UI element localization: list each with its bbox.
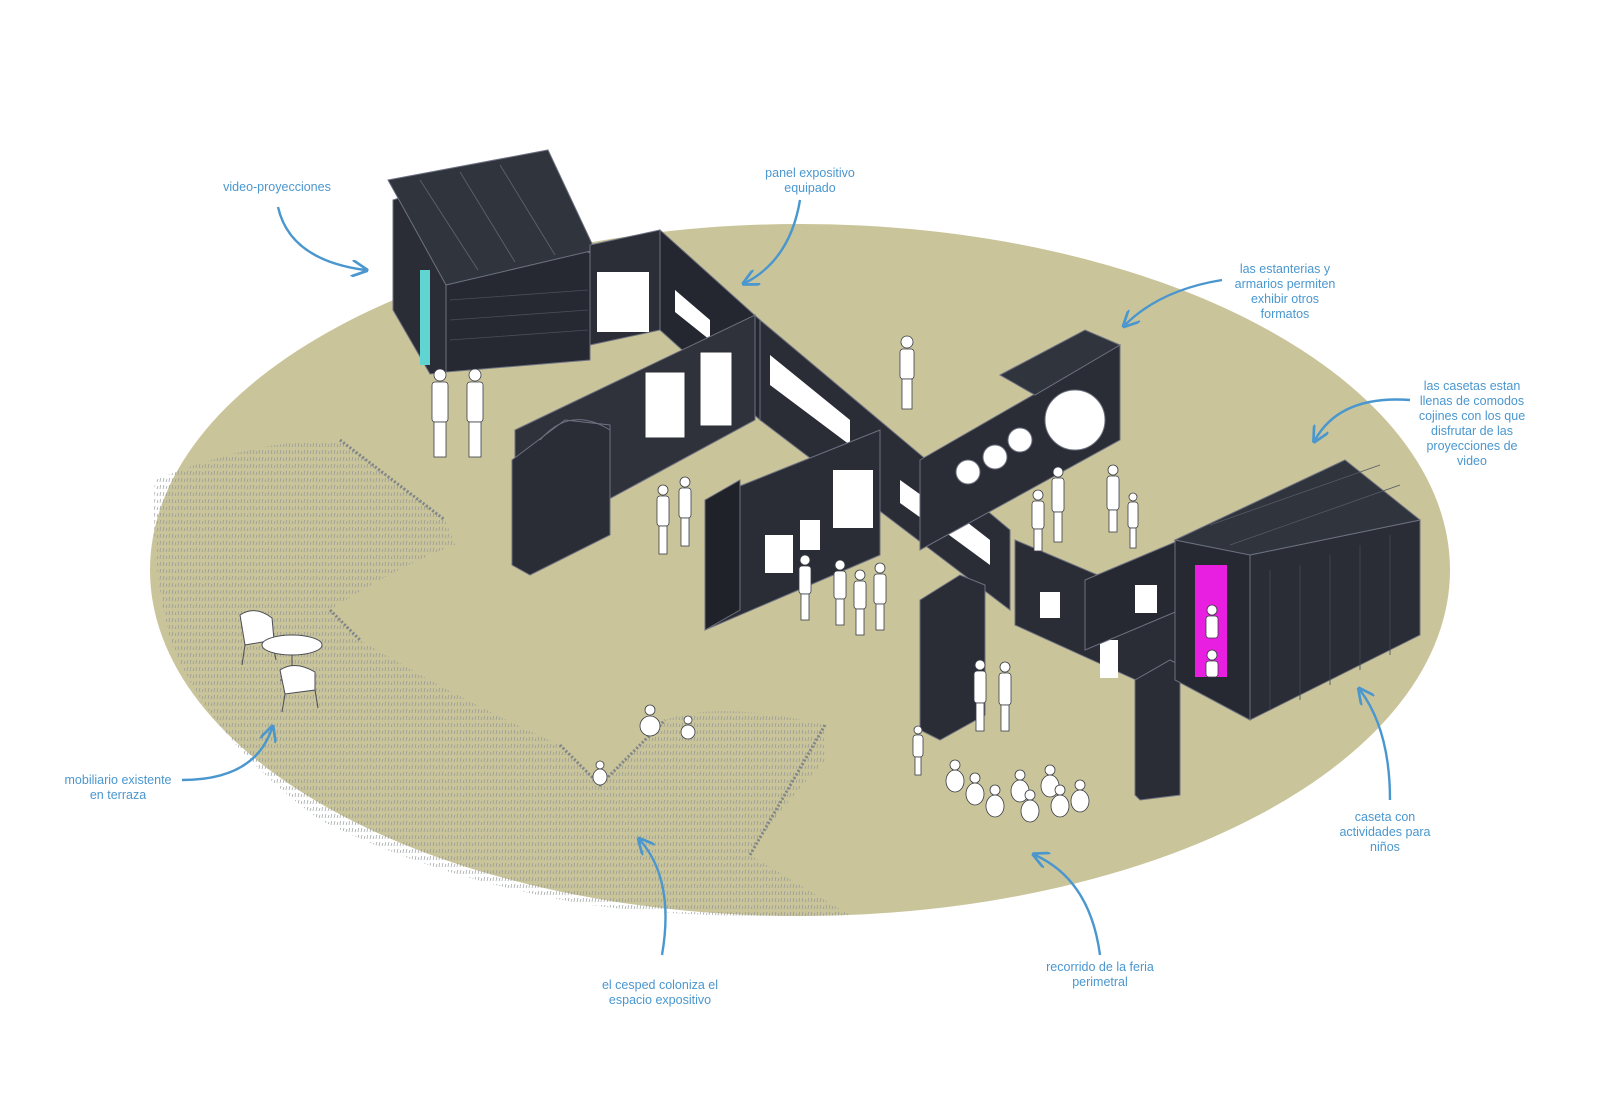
arrow-video <box>276 206 365 270</box>
annotation-shelves: las estanterias y armarios permiten exhi… <box>1234 262 1336 321</box>
annotation-terrace-furniture: mobiliario existente en terraza <box>64 773 172 802</box>
arrow-furniture <box>181 728 272 782</box>
annotation-kids-cabin: caseta con actividades para niños <box>1339 810 1431 854</box>
annotation-cushions: las casetas estan llenas de comodos coji… <box>1418 379 1526 468</box>
grass-lawn <box>154 438 850 917</box>
projection-screen <box>420 270 430 365</box>
arrow-kids <box>1360 690 1392 801</box>
video-projection-cabin <box>387 149 596 375</box>
annotation-video-projections: video-proyecciones <box>223 180 331 194</box>
annotation-grass: el cesped coloniza el espacio expositivo <box>601 978 719 1007</box>
terrace-furniture <box>239 610 323 713</box>
arrow-route <box>1035 855 1102 956</box>
kids-activity-cabin <box>1173 459 1422 721</box>
annotation-exhibit-panel: panel expositivo equipado <box>765 166 855 195</box>
annotation-route: recorrido de la feria perimetral <box>1046 960 1154 989</box>
annotation-arrows <box>181 199 1411 956</box>
exhibition-walls <box>511 228 1181 801</box>
arrow-panel <box>745 199 802 283</box>
visitor-figures <box>431 335 1219 823</box>
arrow-shelves <box>1125 278 1223 325</box>
arrow-grass <box>640 840 667 956</box>
arrow-cushions <box>1315 398 1411 441</box>
